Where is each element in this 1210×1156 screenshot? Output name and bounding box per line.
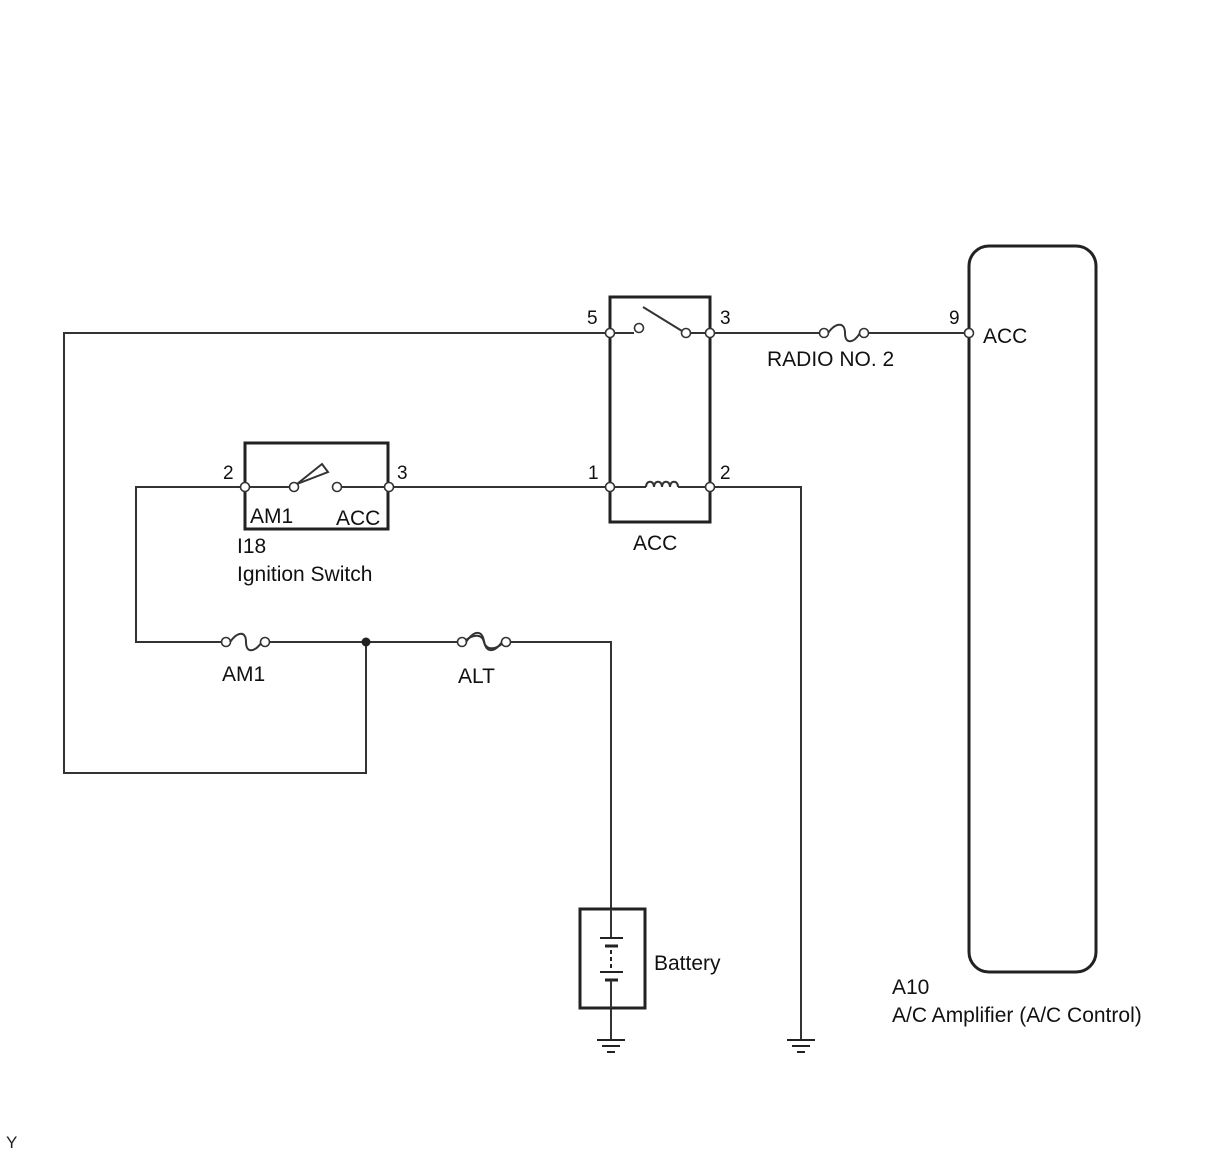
acc-relay: 5 3 1 2 ACC <box>587 295 731 555</box>
alt-fuse-end-right <box>500 636 512 648</box>
ig-pin-2: 2 <box>223 463 234 484</box>
acc-relay-box <box>608 295 712 524</box>
wire-ig2-am1 <box>135 486 245 643</box>
ig-terminal-2 <box>239 481 251 493</box>
relay-label: ACC <box>633 532 677 555</box>
amp-id: A10 <box>892 976 929 999</box>
am1-fuse-end-right <box>259 636 271 648</box>
relay-coil <box>645 480 679 488</box>
ig-contact-label-acc: ACC <box>336 507 380 530</box>
ground-battery-icon <box>597 1039 625 1053</box>
ig-name: Ignition Switch <box>237 563 372 586</box>
fuse-alt: ALT <box>456 631 512 688</box>
ig-terminal-3 <box>383 481 395 493</box>
radio-fuse-end-right <box>858 327 870 339</box>
wires <box>63 332 969 1040</box>
ac-amplifier: 9 ACC A10 A/C Amplifier (A/C Control) <box>892 244 1142 1027</box>
relay-pin-3: 3 <box>720 308 731 329</box>
ig-id: I18 <box>237 535 266 558</box>
radio-fuse-element <box>827 323 861 343</box>
relay-contact-right <box>680 327 692 339</box>
battery-box <box>578 907 647 1010</box>
am1-fuse-end-left <box>220 636 232 648</box>
am1-fuse-element <box>229 632 263 652</box>
ig-contact-am1 <box>288 481 300 493</box>
relay-terminal-3 <box>704 327 716 339</box>
relay-contact-left <box>633 322 645 334</box>
relay-pin-1: 1 <box>588 463 599 484</box>
ac-amplifier-box <box>967 244 1098 974</box>
fuse-radio-no2: RADIO NO. 2 <box>767 323 894 371</box>
ig-lever <box>296 462 330 485</box>
relay-contact-arm <box>642 306 683 332</box>
relay-terminal-1 <box>604 481 616 493</box>
amp-pin-label: ACC <box>983 325 1027 348</box>
ground-relay-icon <box>787 1039 815 1053</box>
radio-fuse-label: RADIO NO. 2 <box>767 348 894 371</box>
wire-relay2-ground <box>710 486 802 1040</box>
ig-contact-label-am1: AM1 <box>250 505 293 528</box>
ig-contact-acc <box>331 481 343 493</box>
radio-fuse-end-left <box>818 327 830 339</box>
amp-name: A/C Amplifier (A/C Control) <box>892 1004 1142 1027</box>
ig-pin-3: 3 <box>397 463 408 484</box>
battery-label: Battery <box>654 952 721 975</box>
alt-fuse-label: ALT <box>458 665 495 688</box>
relay-terminal-5 <box>604 327 616 339</box>
wire-alt-battery <box>506 641 612 909</box>
alt-fuse-element-b <box>465 634 503 650</box>
fuse-am1: AM1 <box>220 632 271 686</box>
junction-dot <box>361 637 371 647</box>
ignition-switch: 2 3 AM1 ACC I18 Ignition Switch <box>223 441 408 586</box>
wire-relay5-loop <box>63 332 610 774</box>
alt-fuse-end-left <box>456 636 468 648</box>
amp-terminal-9 <box>963 327 975 339</box>
amp-pin-9: 9 <box>949 308 960 329</box>
am1-fuse-label: AM1 <box>222 663 265 686</box>
relay-terminal-2 <box>704 481 716 493</box>
relay-pin-2: 2 <box>720 463 731 484</box>
battery: Battery <box>578 907 721 1010</box>
relay-pin-5: 5 <box>587 308 598 329</box>
corner-mark: Y <box>6 1133 17 1152</box>
